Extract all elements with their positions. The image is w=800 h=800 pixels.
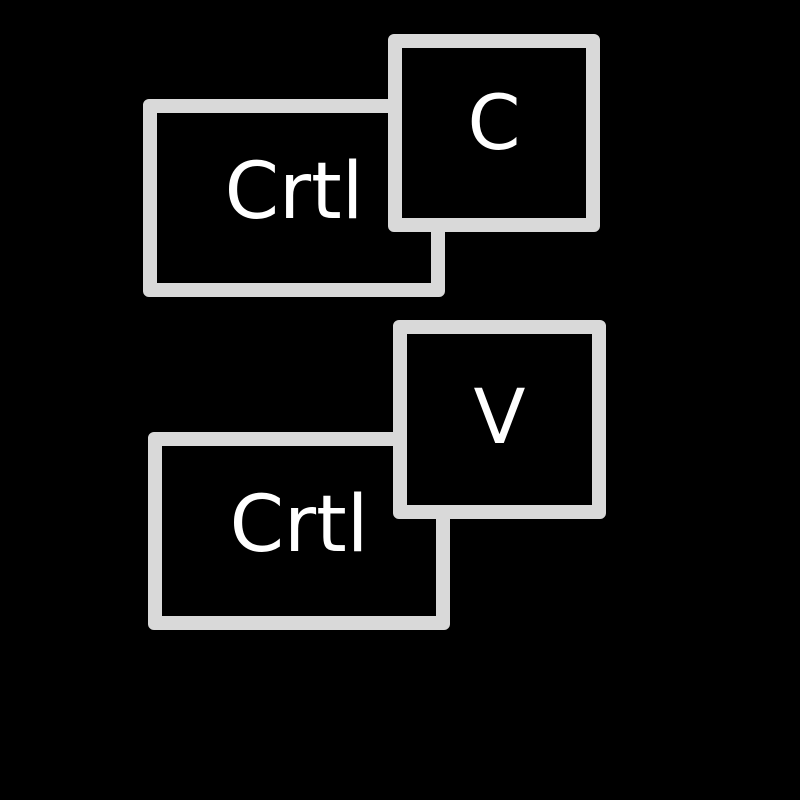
paste-v-key-label: V	[473, 371, 526, 461]
copy-c-key-label: C	[467, 78, 521, 167]
copy-c-key: C	[388, 34, 600, 232]
copy-ctrl-key-label: Crtl	[224, 147, 364, 237]
paste-ctrl-key-label: Crtl	[229, 480, 369, 570]
paste-v-key: V	[393, 320, 606, 519]
